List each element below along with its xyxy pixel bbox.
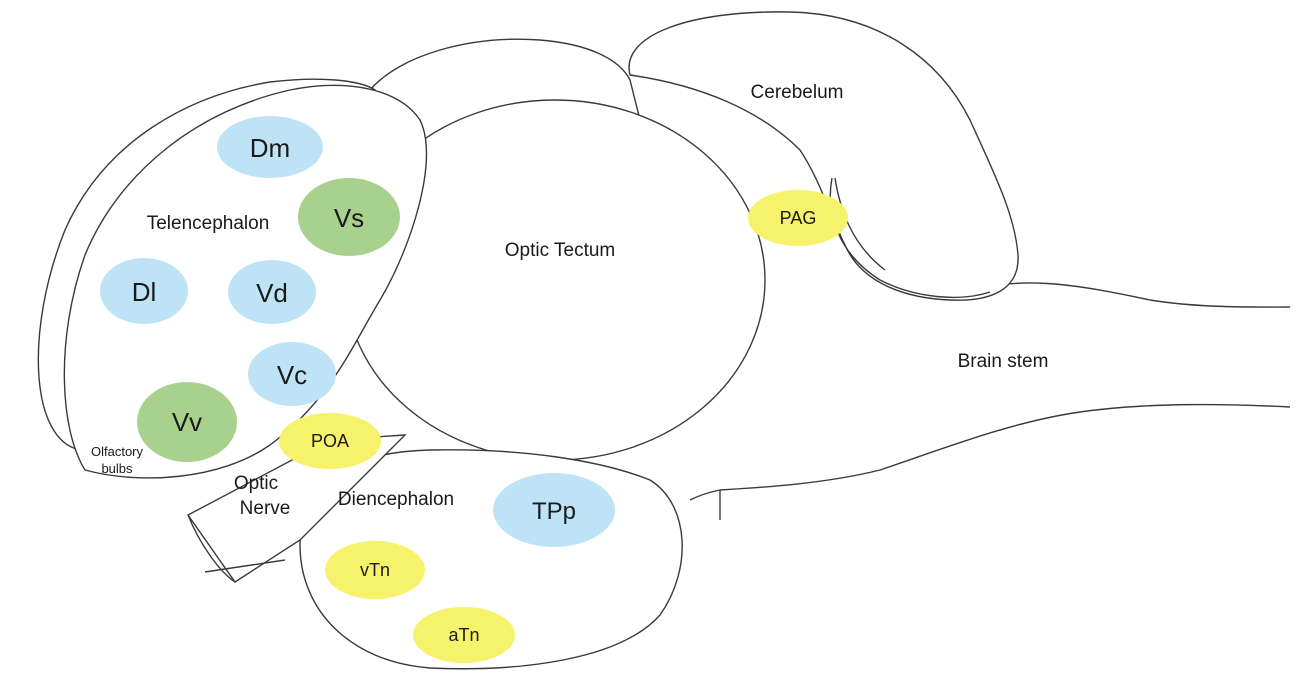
label-optic-nerve-line2: Nerve	[240, 498, 291, 519]
label-cerebelum: Cerebelum	[751, 82, 844, 103]
nucleus-dm-ellipse	[217, 116, 323, 178]
label-diencephalon: Diencephalon	[338, 489, 454, 510]
label-poa: POA	[311, 431, 349, 451]
nucleus-atn-ellipse	[413, 607, 515, 663]
label-telencephalon: Telencephalon	[147, 213, 270, 234]
nucleus-vd-ellipse	[228, 260, 316, 324]
brain-stem-lower-outline	[689, 403, 1291, 501]
brain-stem-outline	[959, 282, 1291, 308]
optic-nerve-lower	[204, 559, 286, 573]
nucleus-pag-ellipse	[748, 190, 848, 246]
label-optic-nerve-line1: Optic	[234, 473, 278, 494]
label-vd: Vd	[256, 278, 288, 308]
label-dm: Dm	[250, 133, 290, 163]
cerebellum-shape	[628, 11, 1019, 301]
label-tpp: TPp	[532, 498, 576, 525]
label-optic-tectum: Optic Tectum	[505, 240, 616, 261]
label-vv: Vv	[172, 407, 202, 437]
nucleus-dl-ellipse	[100, 258, 188, 324]
label-olfactory-line2: bulbs	[101, 461, 133, 476]
nucleus-vs-ellipse	[298, 178, 400, 256]
nucleus-vc-ellipse	[248, 342, 336, 406]
nucleus-vv-ellipse	[137, 382, 237, 462]
label-pag: PAG	[780, 208, 817, 228]
nucleus-poa-ellipse	[279, 413, 381, 469]
label-atn: aTn	[448, 625, 479, 645]
label-brain-stem: Brain stem	[958, 351, 1049, 372]
nucleus-tpp-ellipse	[493, 473, 615, 547]
label-olfactory-line1: Olfactory	[91, 444, 144, 459]
optic-nerve-cut	[187, 514, 236, 583]
label-vtn: vTn	[360, 560, 390, 580]
label-vc: Vc	[277, 360, 307, 390]
label-vs: Vs	[334, 203, 364, 233]
nucleus-vtn-ellipse	[325, 541, 425, 599]
cerebellum-fold-inner	[834, 177, 886, 271]
label-dl: Dl	[132, 277, 157, 307]
